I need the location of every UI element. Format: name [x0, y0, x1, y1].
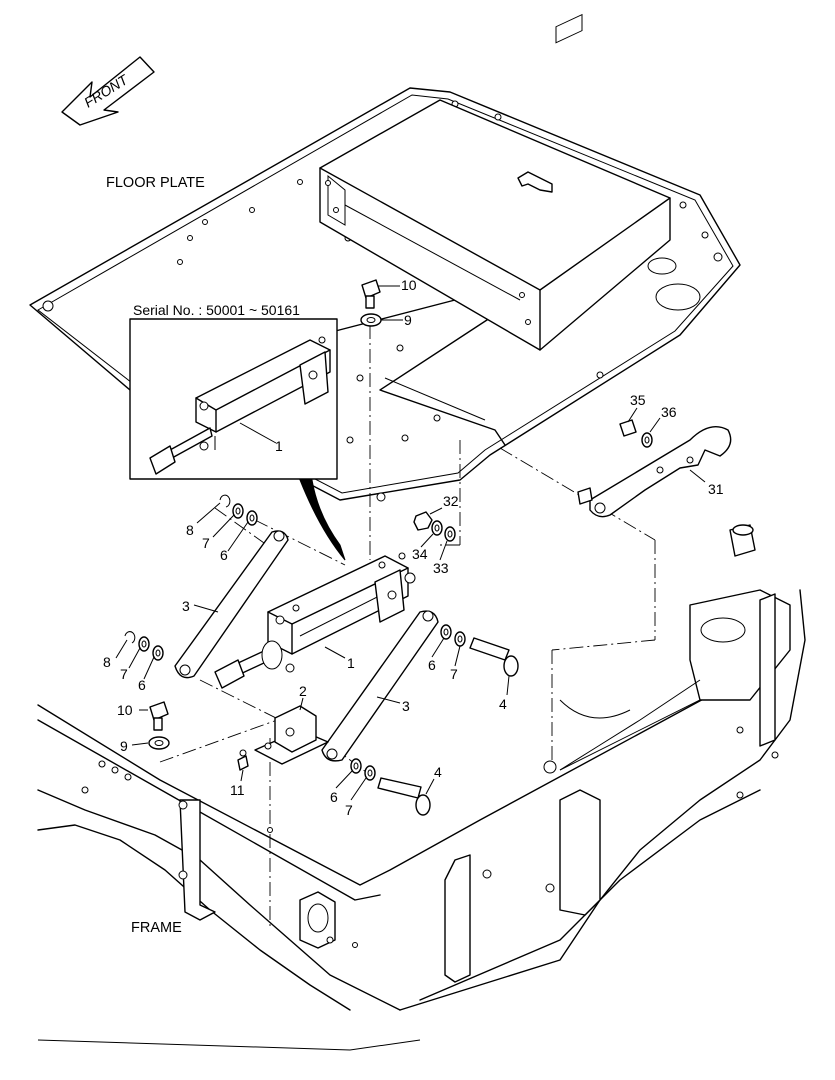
callout-8-lower: 8	[103, 654, 111, 670]
callout-33: 33	[433, 560, 449, 576]
bolt-washer-top	[360, 279, 382, 327]
callout-4-upper: 4	[499, 696, 507, 712]
callout-leaders	[115, 285, 706, 801]
inset-box: Serial No. : 50001 ~ 50161 1	[129, 302, 338, 480]
callout-7-left: 7	[120, 666, 128, 682]
control-box	[319, 13, 671, 351]
grease-nipple-part-11	[237, 749, 249, 771]
callout-6-upper: 6	[220, 547, 228, 563]
callout-6-bottom: 6	[330, 789, 338, 805]
nut-washers	[413, 511, 456, 542]
pin-upper-part-4	[469, 637, 519, 677]
bolt-washer-bottom	[148, 701, 170, 750]
callout-11: 11	[230, 782, 245, 798]
callout-3-right: 3	[402, 698, 410, 714]
callout-6-left: 6	[138, 677, 146, 693]
callout-1-main: 1	[347, 655, 355, 671]
callout-4-lower: 4	[434, 764, 442, 780]
callout-8-upper: 8	[186, 522, 194, 538]
callout-7-right: 7	[450, 666, 458, 682]
callout-31: 31	[708, 481, 724, 497]
callout-36: 36	[661, 404, 677, 420]
washers-and-rings	[124, 494, 466, 781]
callout-2: 2	[299, 683, 307, 699]
inset-cylinder	[149, 336, 331, 475]
inset-pointer-arrow	[299, 479, 346, 561]
lever-part-31	[577, 419, 732, 518]
callout-35: 35	[630, 392, 646, 408]
cylinder-part-1	[214, 552, 416, 689]
callout-9-top: 9	[404, 312, 412, 328]
floor-plate-label: FLOOR PLATE	[106, 175, 205, 191]
link-right-part-3	[321, 610, 439, 762]
frame	[37, 524, 806, 1051]
serial-number-label: Serial No. : 50001 ~ 50161	[133, 302, 300, 318]
callout-32: 32	[443, 493, 459, 509]
frame-label: FRAME	[131, 920, 182, 936]
callout-10-bottom: 10	[117, 702, 133, 718]
front-label: FRONT	[81, 71, 132, 111]
pin-lower-part-4	[377, 777, 431, 816]
callout-1-inset: 1	[275, 438, 283, 454]
callout-7-upper: 7	[202, 535, 210, 551]
floor-plate-holes	[42, 100, 723, 502]
link-left-part-3	[174, 530, 289, 679]
callout-7-bottom: 7	[345, 802, 353, 818]
front-arrow-icon: FRONT	[61, 56, 155, 126]
bracket-part-2	[254, 705, 329, 765]
callout-3-left: 3	[182, 598, 190, 614]
callout-10-top: 10	[401, 277, 417, 293]
leader-lines	[159, 325, 656, 930]
callout-9-bottom: 9	[120, 738, 128, 754]
callout-34: 34	[412, 546, 428, 562]
callout-6-right: 6	[428, 657, 436, 673]
